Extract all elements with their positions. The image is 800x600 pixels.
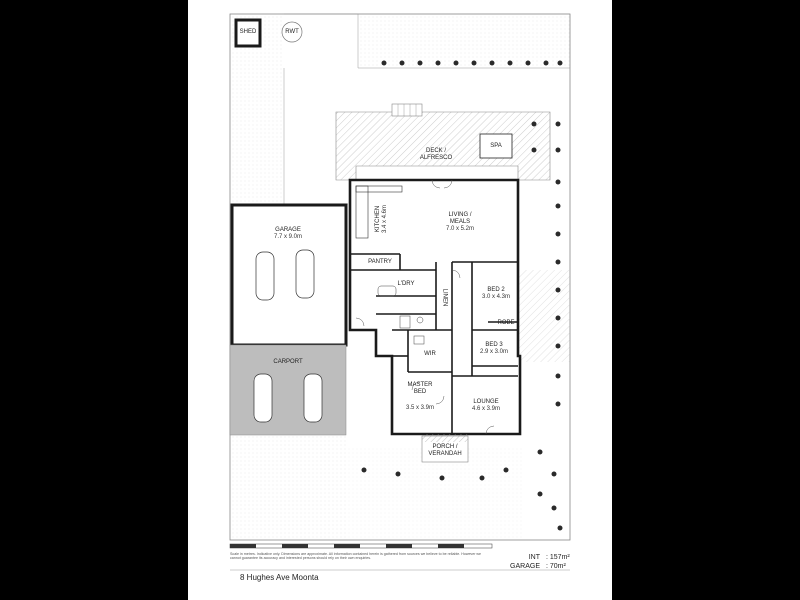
floor-plan-drawing <box>229 13 571 571</box>
label-garage: GARAGE 7.7 x 9.0m <box>274 227 302 241</box>
door-swings <box>355 179 495 435</box>
area-summary: INT : 157m² GARAGE : 70m² <box>506 553 570 571</box>
area-garage-row: GARAGE : 70m² <box>506 562 570 571</box>
label-rwt: RWT <box>285 29 299 35</box>
bed2-name: BED 2 <box>487 287 505 293</box>
driveway <box>230 436 348 540</box>
label-porch: PORCH / VERANDAH <box>428 444 462 457</box>
bed2-dims: 3.0 x 4.3m <box>481 294 511 300</box>
cars <box>253 249 323 423</box>
lounge-name: LOUNGE <box>473 399 499 405</box>
label-shed: SHED <box>239 29 257 35</box>
deck-steps <box>391 103 423 117</box>
shower <box>399 315 411 329</box>
label-pantry: PANTRY <box>368 259 392 265</box>
master-name: MASTER BED <box>407 382 433 395</box>
label-spa: SPA <box>490 143 502 149</box>
label-master-bed: MASTER BED 3.5 x 3.9m <box>406 382 434 412</box>
area-int-row: INT : 157m² <box>506 553 570 562</box>
car-carport-right <box>303 373 323 423</box>
toilet <box>416 316 424 324</box>
internal-walls <box>350 253 518 434</box>
deck-area <box>335 111 551 181</box>
front-path <box>348 448 522 540</box>
kitchen-name: KITCHEN <box>375 205 381 233</box>
lounge-dims: 4.6 x 3.9m <box>471 406 501 412</box>
carport <box>229 344 347 436</box>
label-living: LIVING / MEALS 7.0 x 5.2m <box>440 212 480 233</box>
kitchen-dims: 3.4 x 4.6m <box>382 204 388 234</box>
rainwater-tank <box>281 21 303 43</box>
disclaimer-text: Scale in metres. Indicative only. Dimens… <box>230 552 482 561</box>
bath-tub <box>377 285 397 297</box>
int-label: INT <box>528 554 540 561</box>
living-name: LIVING / MEALS <box>448 212 472 225</box>
house-walls <box>348 178 522 436</box>
label-wir: WIR <box>424 351 436 357</box>
side-yard <box>518 270 570 362</box>
label-carport: CARPORT <box>273 359 303 365</box>
garage-value: : 70m² <box>546 563 566 570</box>
car-garage-right <box>295 249 315 299</box>
living-dims: 7.0 x 5.2m <box>445 226 474 232</box>
label-deck: DECK / ALFRESCO <box>419 148 453 161</box>
label-kitchen: KITCHEN 3.4 x 4.6m <box>375 205 389 233</box>
garage-dims: 7.7 x 9.0m <box>273 234 303 240</box>
bed3-name: BED 3 <box>485 342 503 348</box>
shed <box>234 18 262 48</box>
shrubs <box>361 60 563 531</box>
ensuite-vanity <box>413 335 425 345</box>
garage-name: GARAGE <box>275 227 301 233</box>
car-carport-left <box>253 373 273 423</box>
int-value: : 157m² <box>546 554 570 561</box>
label-robe: ROBE <box>497 320 515 326</box>
bed3-dims: 2.9 x 3.0m <box>479 349 509 355</box>
label-lounge: LOUNGE 4.6 x 3.9m <box>472 399 500 413</box>
label-bed3: BED 3 2.9 x 3.0m <box>480 342 508 356</box>
master-dims: 3.5 x 3.9m <box>406 405 435 411</box>
property-address: 8 Hughes Ave Moonta <box>240 573 319 582</box>
floor-plan-sheet: SHED RWT DECK / ALFRESCO SPA KITCHEN 3.4… <box>188 0 612 600</box>
label-ldry: L'DRY <box>397 281 415 287</box>
rear-paving <box>284 13 571 69</box>
spa <box>479 133 513 159</box>
kitchen-counter <box>355 185 403 193</box>
garage-label: GARAGE <box>510 563 540 570</box>
label-bed2: BED 2 3.0 x 4.3m <box>482 287 510 301</box>
garage <box>230 203 348 347</box>
label-linen: LINEN <box>441 288 448 307</box>
car-garage-left <box>255 251 275 301</box>
